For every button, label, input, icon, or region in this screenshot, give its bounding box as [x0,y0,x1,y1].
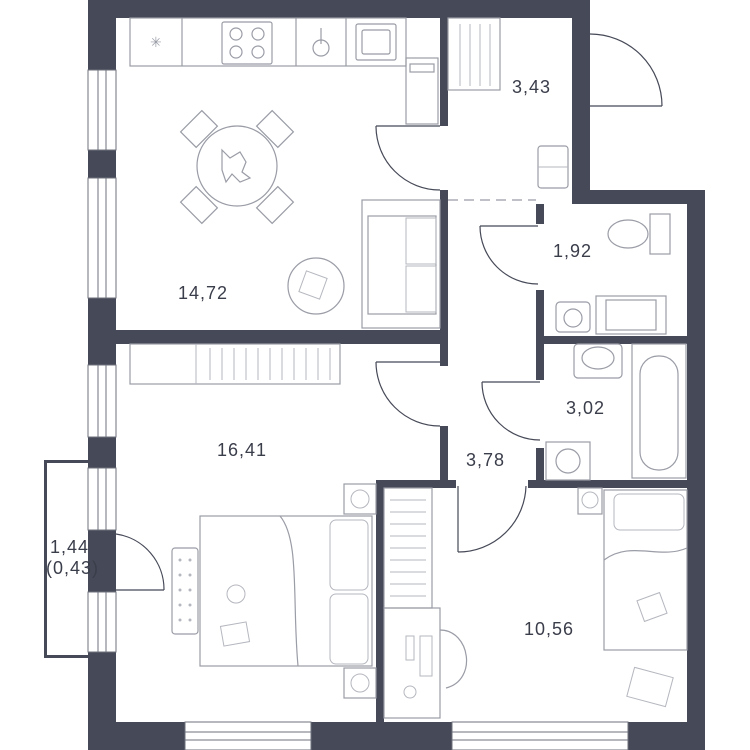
balcony-area: 1,44 [50,537,90,557]
windows [87,69,629,750]
hallway-top-furniture [447,17,569,189]
kitchen-furniture: ✳ [129,17,441,329]
svg-text:✳: ✳ [150,34,162,50]
area-bathroom: 3,02 [566,398,606,418]
walls [44,0,705,750]
area-bedroom-right: 10,56 [524,619,575,639]
area-bedroom-left: 16,41 [217,440,268,460]
left-bedroom-furniture [129,343,377,699]
area-hallway-top: 3,43 [512,77,552,97]
area-hallway: 3,78 [466,450,506,470]
area-balcony: 1,44 (0,43) [46,537,99,579]
area-toilet: 1,92 [553,241,593,261]
doors [115,33,663,591]
right-bedroom-furniture [383,487,688,719]
area-kitchen-living: 14,72 [178,283,229,303]
bathroom-fixtures [545,343,687,481]
balcony-area-reduced: (0,43) [46,558,100,578]
toilet-fixtures [555,213,671,335]
